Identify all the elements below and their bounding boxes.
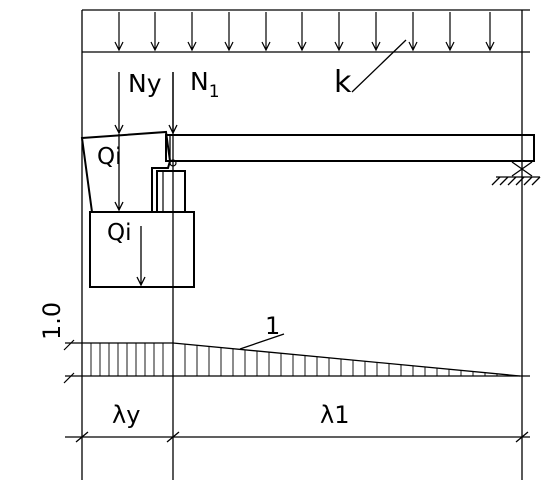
force-n1-base: N <box>190 67 209 96</box>
force-ny-arrow <box>114 72 124 135</box>
diagram-value-label: 1.0 <box>38 302 66 340</box>
beam <box>165 134 535 162</box>
force-n1-arrow <box>168 72 178 135</box>
weight-upper-label: Qi <box>97 144 122 170</box>
weight-lower-arrow <box>136 226 146 287</box>
weight-lower-label: Qi <box>107 220 132 246</box>
span-y-label: λy <box>112 401 140 429</box>
force-n1-subscript: 1 <box>209 82 220 102</box>
dimension-line <box>65 431 530 443</box>
diagram-id-label: 1 <box>265 312 280 340</box>
force-ny-label: Ny <box>128 69 162 98</box>
distributed-load-arrows <box>114 12 495 52</box>
lift-cylinder <box>156 170 186 213</box>
diagram-hatching <box>81 343 510 376</box>
diagram-id-leader <box>239 333 285 350</box>
load-k-leader <box>351 39 407 93</box>
influence-diagram <box>63 339 530 384</box>
load-k-label: k <box>334 65 352 100</box>
weight-upper-arrow <box>114 134 124 212</box>
force-n1-label: N1 <box>190 67 220 102</box>
span-1-label: λ1 <box>320 401 349 429</box>
roller-support <box>491 161 541 186</box>
counterweight-block <box>89 211 195 288</box>
frame-lines <box>81 9 530 480</box>
